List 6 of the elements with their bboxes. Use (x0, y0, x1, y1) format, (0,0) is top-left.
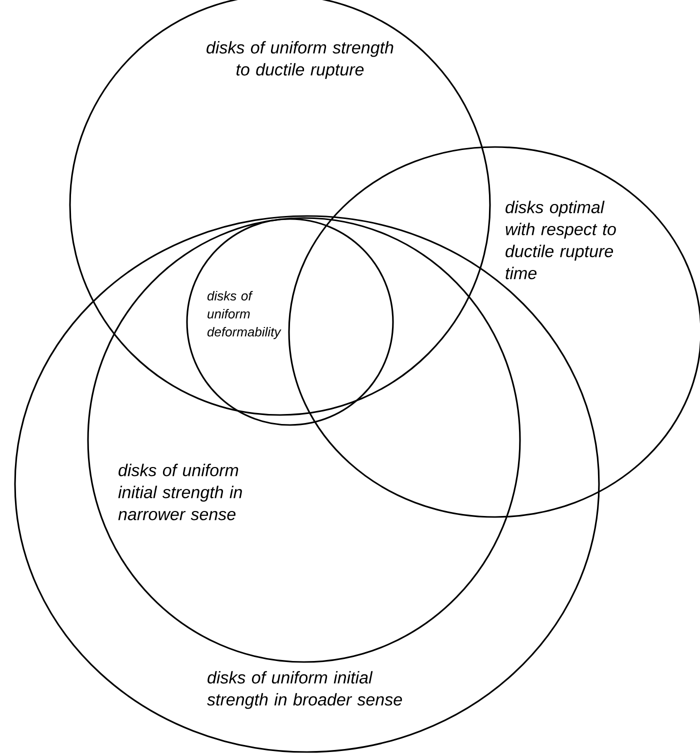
set-circle (186, 218, 394, 426)
set-label: disks of uniform initial strength in broader sense (207, 671, 402, 709)
set-label: disks optimal with respect to ductile rupture time (506, 200, 616, 280)
set-label: disks of uniform deformability (207, 290, 282, 340)
set-label: disks of uniform strength to ductile rupture (206, 41, 394, 79)
set-label: disks of uniform initial strength in narrower sense (118, 464, 242, 520)
